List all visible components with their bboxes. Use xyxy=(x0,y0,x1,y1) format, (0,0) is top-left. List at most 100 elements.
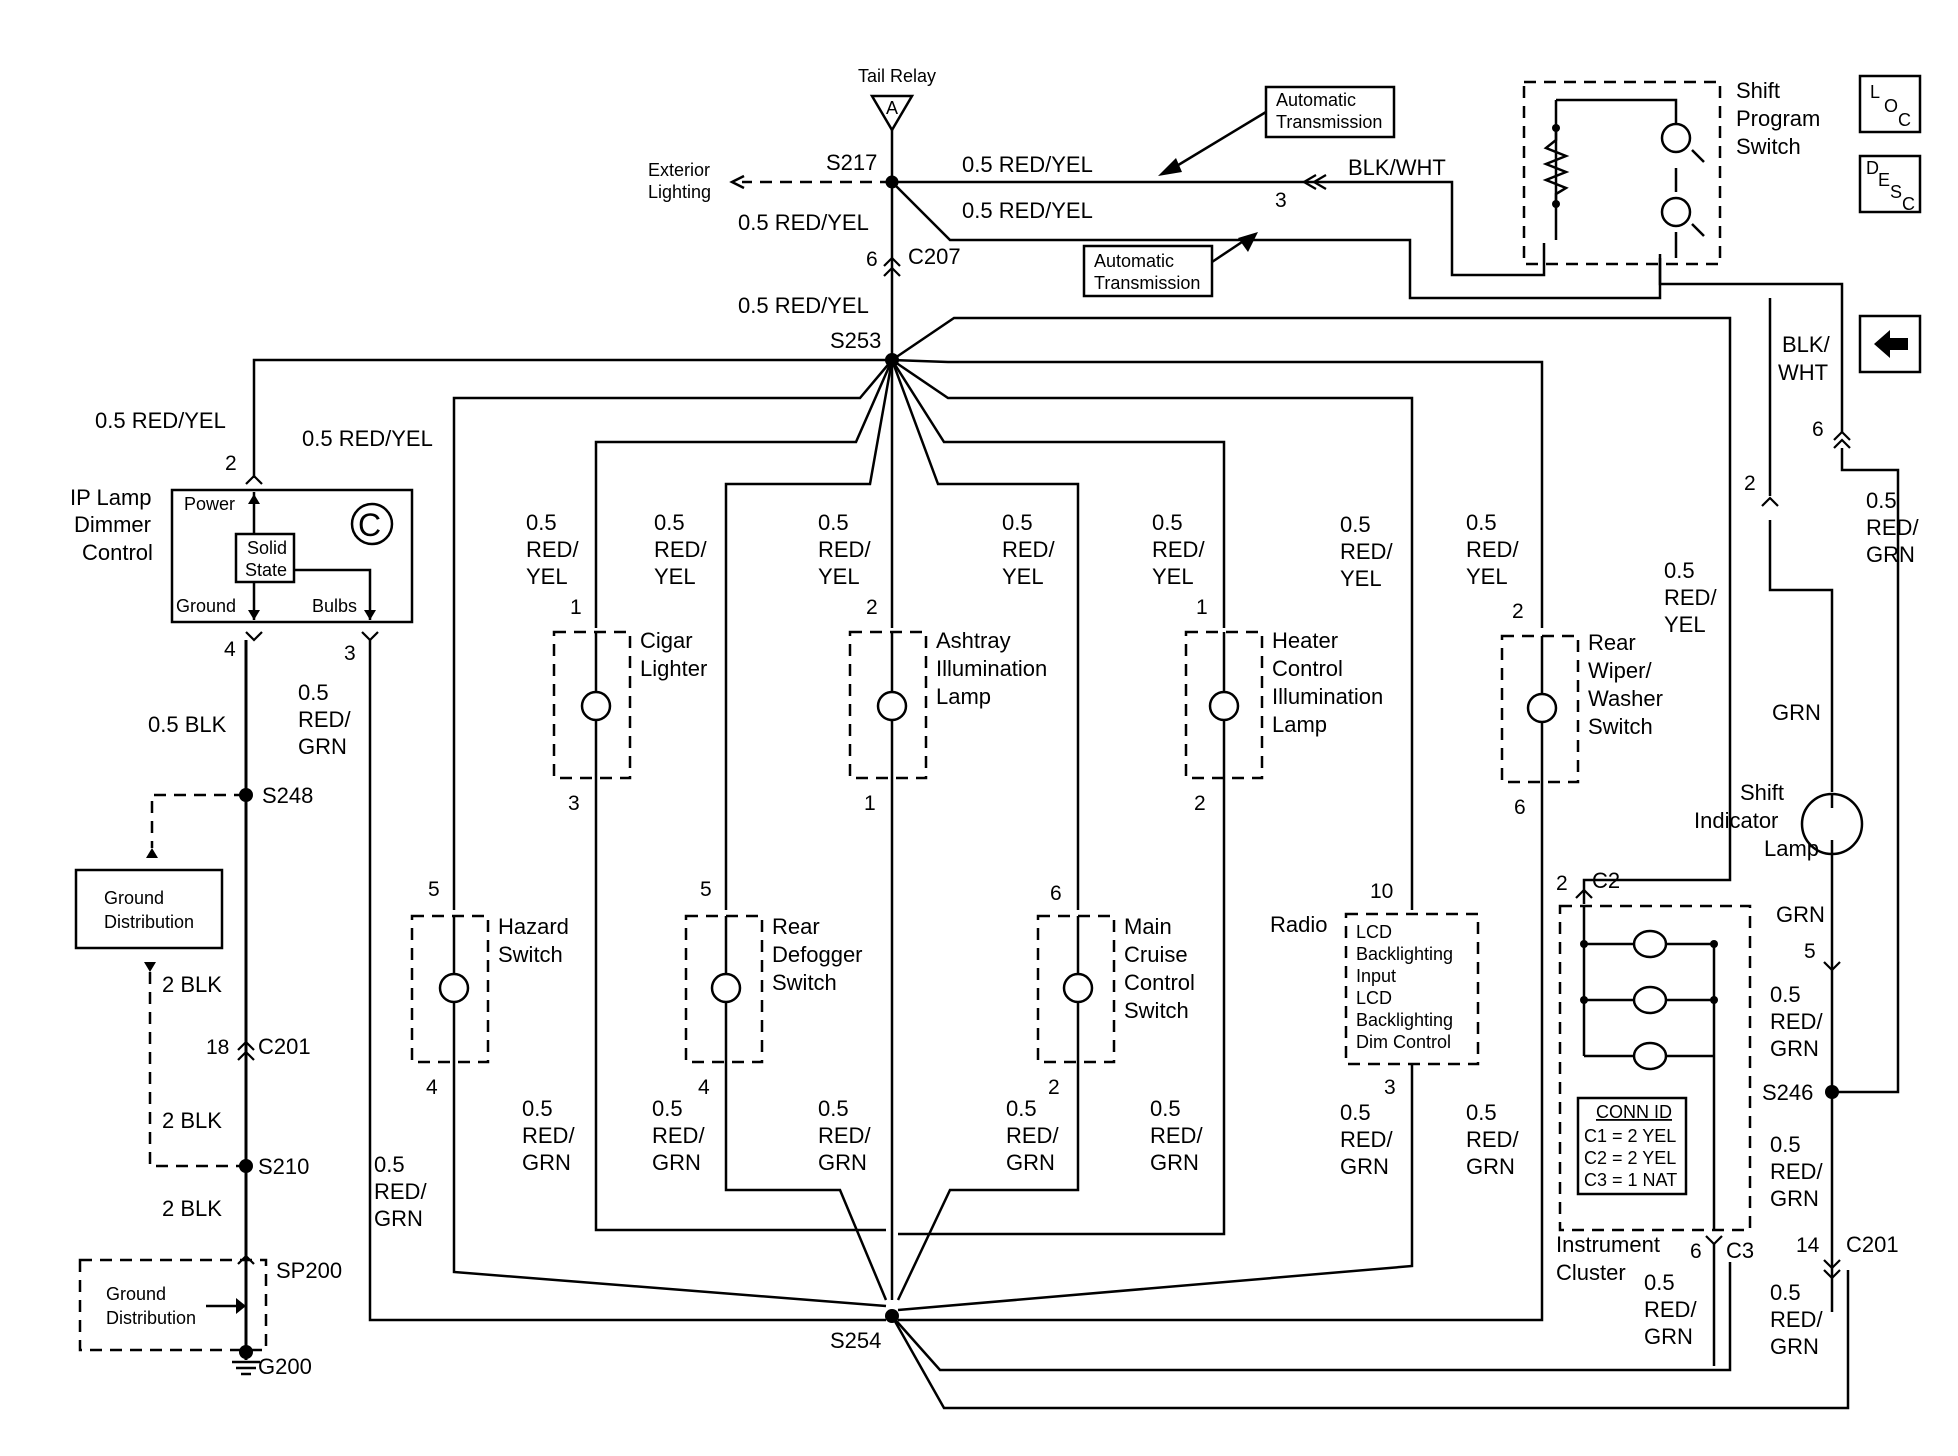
arrow-up-ground xyxy=(146,848,158,858)
connector-3-shift xyxy=(1303,174,1327,190)
pin-3-cigar: 3 xyxy=(568,792,580,815)
auto-trans-box-1 xyxy=(1264,85,1396,139)
lbl-ashtray-2: RED/ xyxy=(818,537,871,562)
auto-trans-arrow-1 xyxy=(1169,110,1267,172)
s246-below-3: GRN xyxy=(1770,1186,1819,1211)
auto-trans-arrowhead-1 xyxy=(1158,158,1182,176)
cigar-lighter: 1 Cigar Lighter 3 xyxy=(552,596,707,815)
wire-wiper-feed xyxy=(891,358,1544,628)
back-arrow-icon[interactable] xyxy=(1858,314,1922,374)
loc-icon-frame xyxy=(1858,74,1922,134)
ret-radio-3: GRN xyxy=(1340,1154,1389,1179)
connector-dimmer-4 xyxy=(245,631,263,642)
connector-c207 xyxy=(883,256,901,277)
defog-name-3: Switch xyxy=(772,970,837,995)
wire-hazard-return xyxy=(452,1062,887,1308)
wire-cigar-return xyxy=(594,778,886,1232)
solid-state-line2: State xyxy=(245,560,287,580)
auto-trans-box-2 xyxy=(1082,244,1214,298)
ground-dist-1-line2: Distribution xyxy=(104,912,194,932)
loc-icon[interactable]: L O C xyxy=(1858,74,1922,134)
connector-pin6-shift xyxy=(1833,430,1851,449)
pin-3-dimmer: 3 xyxy=(344,642,356,665)
wire-defog-return xyxy=(724,1062,888,1301)
ret-wiper-1: 0.5 xyxy=(1466,1100,1497,1125)
ip-dimmer-badge: C xyxy=(358,507,381,543)
lbl-heater-2: RED/ xyxy=(1152,537,1205,562)
c3-wire-3: GRN xyxy=(1644,1324,1693,1349)
defog-box xyxy=(684,914,764,1064)
heater-name-1: Heater xyxy=(1272,628,1338,653)
lbl-radio-3: YEL xyxy=(1340,566,1382,591)
heater-name-3: Illumination xyxy=(1272,684,1383,709)
pin-3-radio: 3 xyxy=(1384,1076,1396,1099)
lbl-wiper-1: 0.5 xyxy=(1466,510,1497,535)
pin-1-ashtray: 1 xyxy=(864,792,876,815)
radio-name: Radio xyxy=(1270,912,1327,937)
connector-c2 xyxy=(1575,888,1593,899)
ip-dimmer-ground-label: Ground xyxy=(176,596,236,616)
splice-s246-label: S246 xyxy=(1762,1080,1813,1105)
conn-id-box xyxy=(1576,1096,1688,1196)
lbl-ashtray-3: YEL xyxy=(818,564,860,589)
wire-label-2-blk-2: 2 BLK xyxy=(162,1108,222,1133)
hazard-box xyxy=(410,914,490,1064)
wire-heater-return xyxy=(898,778,1226,1236)
g200-dot xyxy=(239,1345,253,1359)
wire-defogger-feed xyxy=(724,359,894,910)
ip-dimmer-name-2: Dimmer xyxy=(74,512,151,537)
tail-relay-label: Tail Relay xyxy=(858,66,936,86)
wire-heater-feed xyxy=(890,359,1226,628)
ground-distribution-box-2 xyxy=(78,1258,268,1352)
ip-lamp-dimmer-control: IP Lamp Dimmer Control Power Solid State… xyxy=(70,485,414,624)
lbl-cluster-1: 0.5 xyxy=(1664,558,1695,583)
led-icon xyxy=(1660,196,1692,228)
conn-id-row-3: C3 = 1 NAT xyxy=(1584,1170,1677,1190)
ground-dist-arrowhead xyxy=(236,1298,246,1314)
lbl-heater-3: YEL xyxy=(1152,564,1194,589)
cruise-name-2: Cruise xyxy=(1124,942,1188,967)
auto-trans-1-line1: Automatic xyxy=(1276,90,1356,110)
wire-wiper-return xyxy=(898,782,1544,1322)
badge-circle xyxy=(350,502,394,546)
pin-4-dimmer: 4 xyxy=(224,638,236,661)
desc-E: E xyxy=(1878,170,1890,190)
wire-label-dimmer-power: 0.5 RED/YEL xyxy=(95,408,226,433)
radio-inner-6: Dim Control xyxy=(1356,1032,1451,1052)
ret-defog-2: RED/ xyxy=(652,1123,705,1148)
cruise-name-4: Switch xyxy=(1124,998,1189,1023)
cruise-name-1: Main xyxy=(1124,914,1172,939)
c2-label: C2 xyxy=(1592,868,1620,893)
ret-heater-2: RED/ xyxy=(1150,1123,1203,1148)
loc-C: C xyxy=(1898,110,1911,130)
cigar-name-2: Lighter xyxy=(640,656,707,681)
exterior-lighting-line1: Exterior xyxy=(648,160,710,180)
pin-14-c201: 14 xyxy=(1796,1234,1820,1257)
c3-wire-1: 0.5 xyxy=(1644,1270,1675,1295)
wire-label-c207-s253: 0.5 RED/YEL xyxy=(738,293,869,318)
arrow-down-ground xyxy=(144,962,156,972)
left-arrow-icon xyxy=(1874,330,1908,358)
ret-defog-1: 0.5 xyxy=(652,1096,683,1121)
tail-relay-triangle xyxy=(869,94,915,133)
splice-s254-label: S254 xyxy=(830,1328,881,1353)
desc-icon[interactable]: D E S C xyxy=(1858,154,1922,214)
radio-inner-3: Input xyxy=(1356,966,1396,986)
pin-2-c2: 2 xyxy=(1556,872,1568,895)
pin-6-c207: 6 xyxy=(866,248,878,271)
ground-dist-2-line2: Distribution xyxy=(106,1308,196,1328)
hazard-name-1: Hazard xyxy=(498,914,569,939)
ret-hazard-3: GRN xyxy=(374,1206,423,1231)
ret-ashtray-3: GRN xyxy=(818,1150,867,1175)
indicator-name-1: Shift xyxy=(1740,780,1784,805)
wire-cigar-feed xyxy=(594,359,894,628)
pin-1-heater: 1 xyxy=(1196,596,1208,619)
ip-dimmer-name-1: IP Lamp xyxy=(70,485,152,510)
bulbs-wire-3: GRN xyxy=(298,734,347,759)
wire-label-2-blk-1: 2 BLK xyxy=(162,972,222,997)
splice-s210-label: S210 xyxy=(258,1154,309,1179)
auto-trans-2-line2: Transmission xyxy=(1094,273,1200,293)
s246-above-3: GRN xyxy=(1770,1036,1819,1061)
splice-s253-label: S253 xyxy=(830,328,881,353)
wire-label-top-1: 0.5 RED/YEL xyxy=(962,152,1093,177)
